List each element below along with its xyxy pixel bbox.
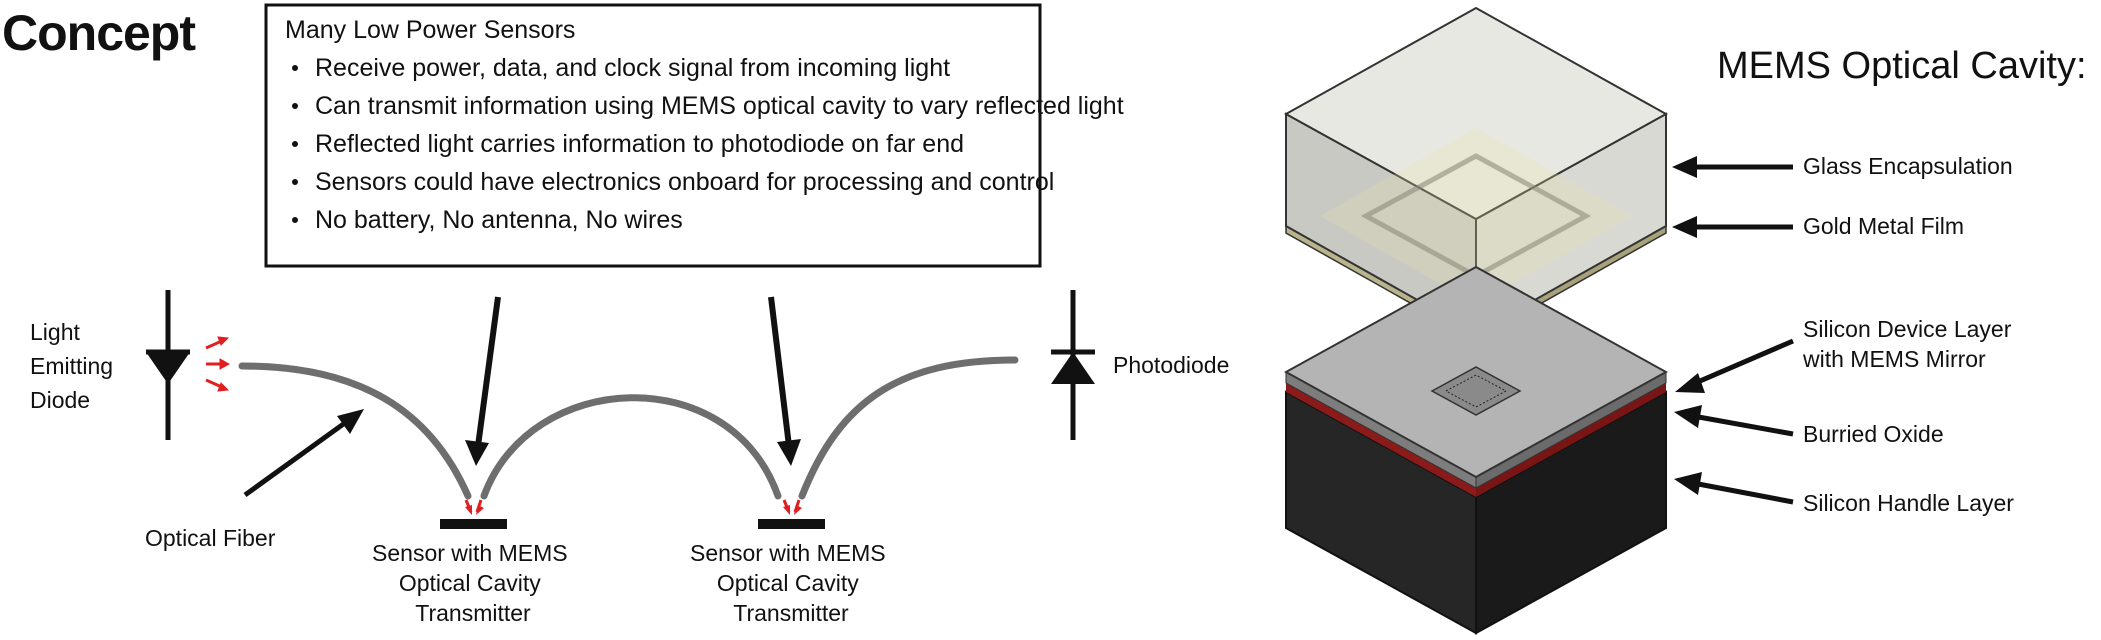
- led-label-line: Emitting: [30, 353, 113, 379]
- led-label: Light Emitting Diode: [30, 319, 119, 413]
- sensor-label-line: Optical Cavity: [717, 570, 859, 596]
- sensor-2: [758, 499, 825, 529]
- fiber-segment-2: [480, 394, 782, 500]
- fiber-pointer-arrow: [243, 417, 351, 498]
- bullet-text: Sensors could have electronics onboard f…: [315, 168, 1054, 196]
- light-arrow-2-head: [777, 439, 801, 466]
- info-box-header: Many Low Power Sensors: [285, 16, 575, 44]
- incoming-light-arrows: [243, 296, 801, 498]
- led-label-line: Diode: [30, 387, 90, 413]
- bullet-dot: [292, 65, 298, 71]
- bullet-text: Receive power, data, and clock signal fr…: [315, 54, 950, 82]
- sensor-1-label: Sensor with MEMS Optical Cavity Transmit…: [372, 540, 574, 626]
- bullet-dot: [292, 141, 298, 147]
- glass-label: Glass Encapsulation: [1803, 153, 2013, 179]
- fiber-segment-3: [798, 356, 1019, 500]
- oxide-left-face: [1286, 383, 1476, 497]
- photodiode-symbol: [1051, 290, 1095, 440]
- device-layer-label-line: with MEMS Mirror: [1802, 346, 1986, 372]
- led-label-line: Light: [30, 319, 80, 345]
- mems-silicon-stack: [1283, 265, 1669, 635]
- sensor-bar: [440, 519, 507, 529]
- bullet-dot: [292, 103, 298, 109]
- sensor-bar: [758, 519, 825, 529]
- bullet-dot: [292, 179, 298, 185]
- sensor-label-line: Transmitter: [733, 600, 849, 626]
- light-arrow-1: [475, 296, 501, 447]
- sensor-label-line: Sensor with MEMS: [372, 540, 568, 566]
- sensor-2-label: Sensor with MEMS Optical Cavity Transmit…: [690, 540, 892, 626]
- gold-label: Gold Metal Film: [1803, 213, 1964, 239]
- concept-title: Concept: [2, 5, 196, 61]
- device-layer-label: Silicon Device Layer with MEMS Mirror: [1802, 316, 2018, 372]
- mems-mirror: [1430, 366, 1522, 416]
- device-layer-label-line: Silicon Device Layer: [1803, 316, 2012, 342]
- gold-tint: [1320, 128, 1632, 304]
- sensor-1: [440, 499, 507, 529]
- sensor-label-line: Sensor with MEMS: [690, 540, 886, 566]
- optical-fiber: [238, 356, 1019, 500]
- bullet-text: No battery, No antenna, No wires: [315, 206, 683, 234]
- mems-mirror-inner: [1444, 374, 1508, 408]
- info-box: [264, 3, 1042, 268]
- light-arrow-1-head: [465, 440, 489, 466]
- mems-title: MEMS Optical Cavity:: [1717, 45, 2087, 87]
- fiber-pointer-arrow-head: [337, 409, 364, 434]
- led-emission-arrows: [205, 336, 231, 392]
- photodiode-label: Photodiode: [1113, 352, 1229, 378]
- bullet-dot: [292, 217, 298, 223]
- glass-top-face: [1283, 6, 1669, 221]
- light-arrow-2: [768, 296, 792, 447]
- info-box-bullets: Receive power, data, and clock signal fr…: [292, 54, 1124, 234]
- mems-label-arrows: [1672, 156, 1794, 505]
- sensor-label-line: Optical Cavity: [399, 570, 541, 596]
- bullet-text: Reflected light carries information to p…: [315, 130, 964, 158]
- fiber-label: Optical Fiber: [145, 525, 276, 551]
- gold-window-outline: [1360, 153, 1592, 279]
- fiber-segment-1: [238, 362, 472, 500]
- bullet-text: Can transmit information using MEMS opti…: [315, 92, 1124, 120]
- sensor-label-line: Transmitter: [415, 600, 531, 626]
- handle-label: Silicon Handle Layer: [1803, 490, 2014, 516]
- oxide-right-face: [1476, 383, 1666, 497]
- oxide-label: Burried Oxide: [1803, 421, 1944, 447]
- led-symbol: [146, 290, 190, 440]
- mems-glass-block: [1283, 6, 1669, 342]
